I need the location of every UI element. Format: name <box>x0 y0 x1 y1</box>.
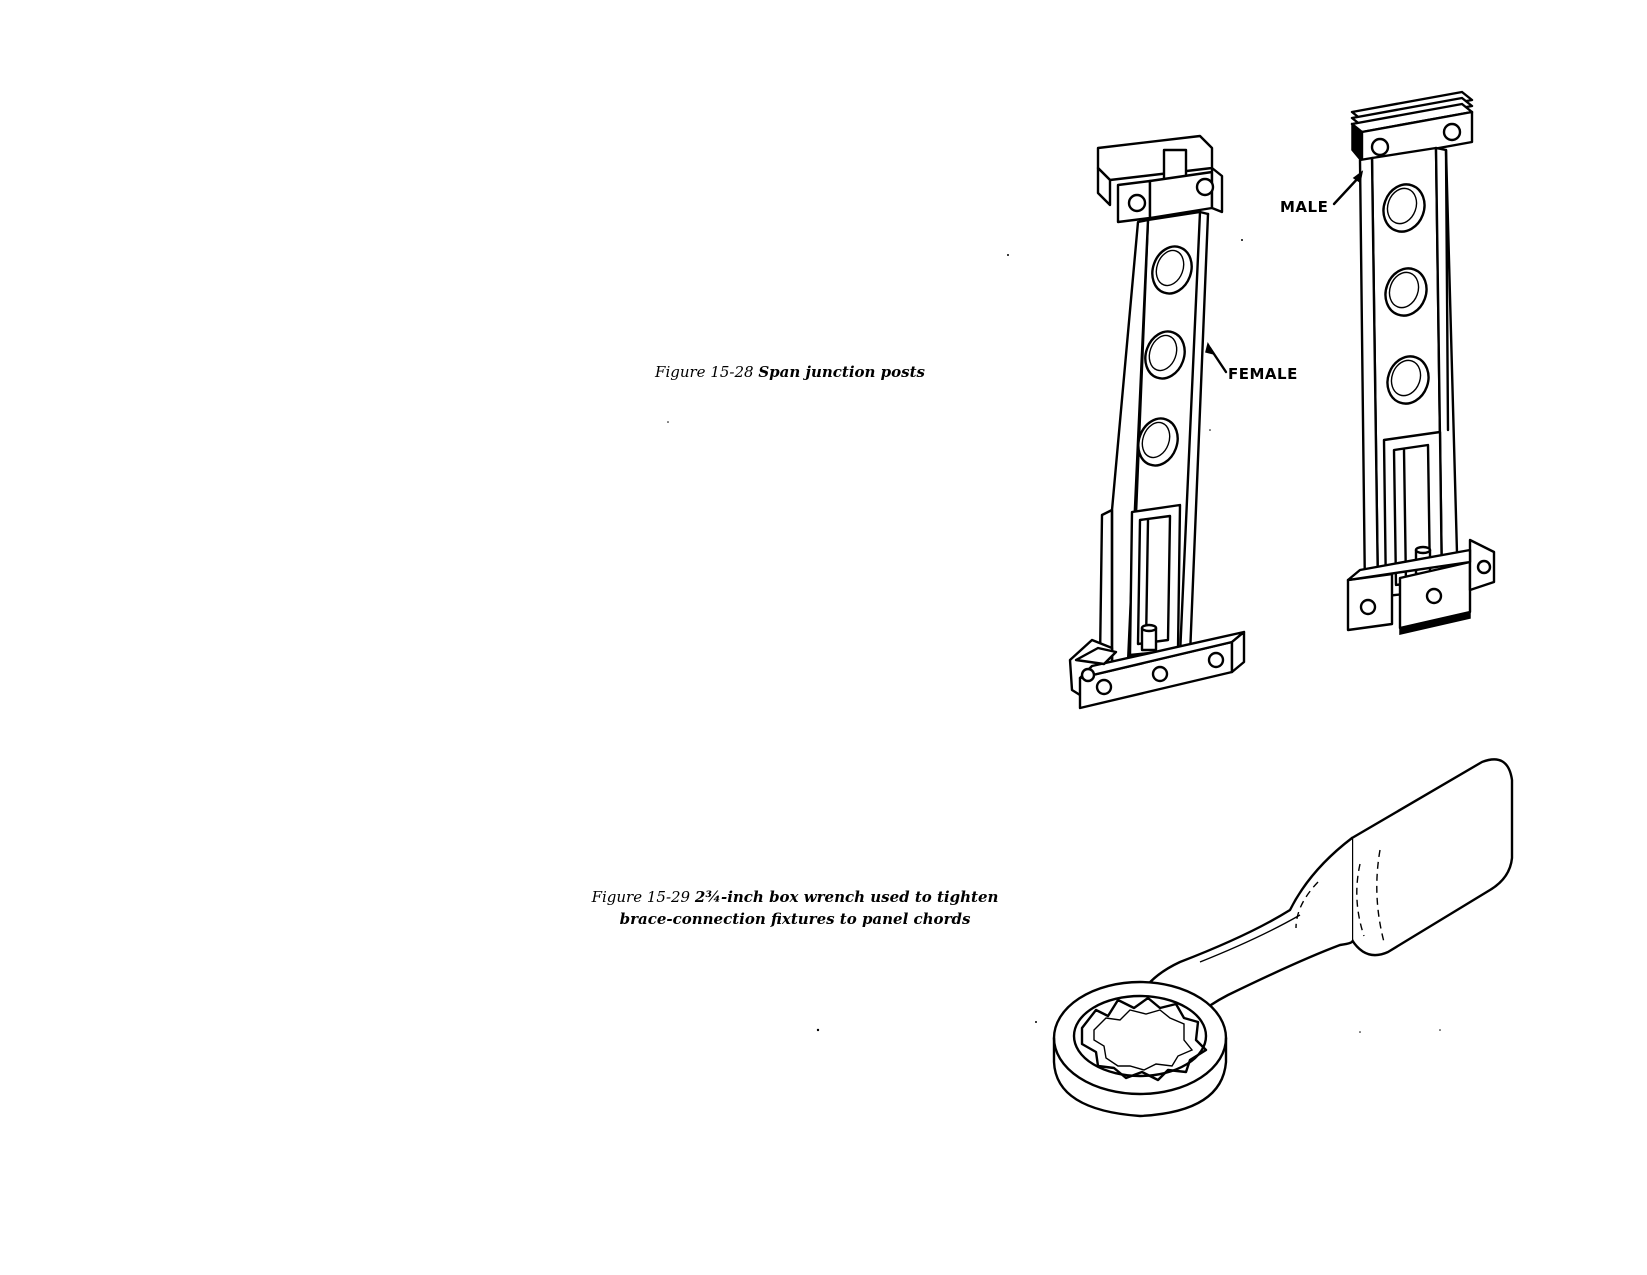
figure-15-29-caption: Figure 15-29 2¾-inch box wrench used to … <box>575 886 1015 930</box>
figure-15-28-caption: Figure 15-28 Span junction posts <box>640 361 940 383</box>
male-label: MALE <box>1280 198 1328 216</box>
male-callout: MALE <box>1280 170 1364 216</box>
female-post-icon <box>1068 134 1246 710</box>
male-post-icon <box>1346 90 1496 635</box>
figure-15-29-number: Figure 15-29 <box>591 888 691 906</box>
figure-15-29-title-line-1: 2¾-inch box wrench used to tighten <box>694 888 999 906</box>
figure-15-29-caption-line-1: Figure 15-29 2¾-inch box wrench used to … <box>575 886 1015 908</box>
figure-15-29-title-line-2: brace-connection fixtures to panel chord… <box>619 910 971 928</box>
figure-15-28-number: Figure 15-28 <box>655 363 754 381</box>
box-wrench-icon <box>1052 758 1514 1118</box>
figure-15-28-title: Span junction posts <box>758 363 925 381</box>
female-callout: FEMALE <box>1205 342 1298 383</box>
female-label: FEMALE <box>1228 365 1298 383</box>
